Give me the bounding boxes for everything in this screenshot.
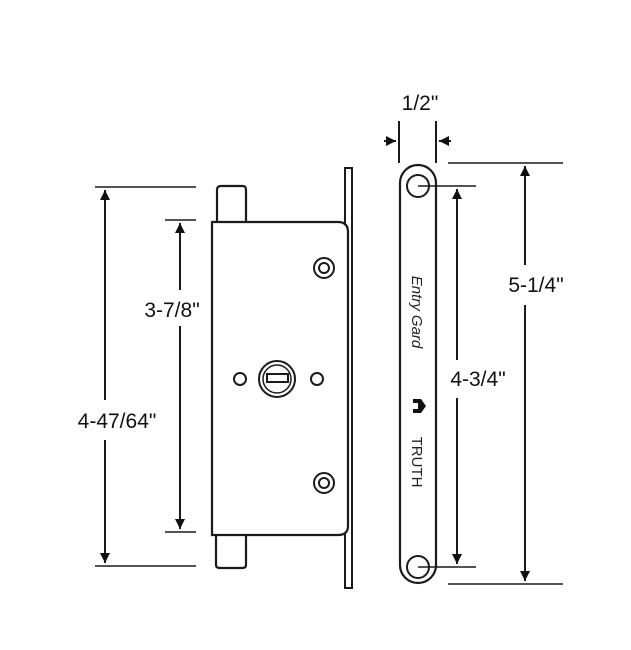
hole-icon xyxy=(233,372,247,386)
key-cylinder-icon xyxy=(258,360,296,398)
lock-body xyxy=(210,220,350,537)
dimension-overall-lock-height: 4-47/64" xyxy=(78,186,196,567)
brand-name: TRUTH xyxy=(408,437,425,488)
strike-plate: Entry Gard TRUTH xyxy=(398,163,438,585)
product-name: Entry Gard xyxy=(408,276,425,349)
label-hole-spacing: 4-3/4" xyxy=(450,368,505,391)
label-strike-width: 1/2" xyxy=(402,92,439,115)
hole-icon xyxy=(310,372,324,386)
dimension-lock-body-height: 3-7/8" xyxy=(144,219,200,533)
label-overall-lock-height: 4-47/64" xyxy=(78,410,157,433)
top-bolt xyxy=(215,184,248,222)
label-strike-length: 5-1/4" xyxy=(508,274,563,297)
dimension-strike-width: 1/2" xyxy=(384,92,451,163)
dimension-hole-spacing: 4-3/4" xyxy=(418,185,506,568)
screw-icon xyxy=(313,257,335,279)
bottom-bolt xyxy=(214,535,248,570)
mortise-lock xyxy=(210,167,353,589)
screw-icon xyxy=(313,472,335,494)
truth-logo-icon xyxy=(413,399,426,413)
dimension-strike-length: 5-1/4" xyxy=(448,162,564,585)
label-lock-body-height: 3-7/8" xyxy=(144,299,199,322)
